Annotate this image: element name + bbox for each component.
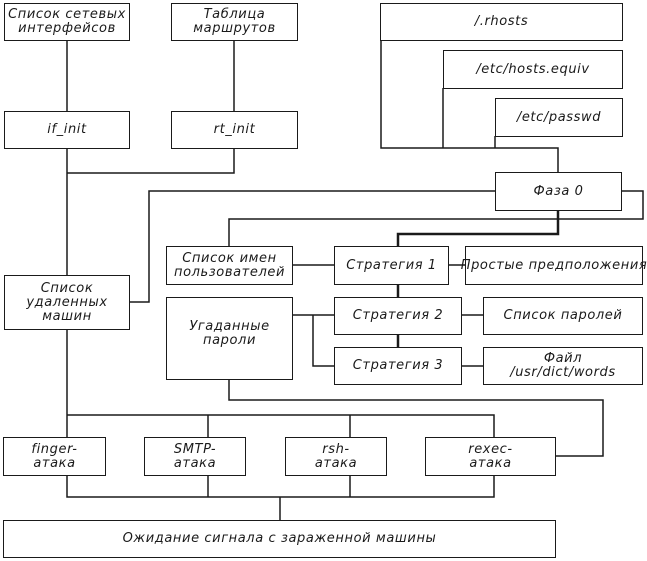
node-label: машин [42, 308, 92, 324]
node-label: Стратегия 1 [346, 257, 437, 273]
node-phase0: Фаза 0 [495, 172, 622, 211]
node-label: Простые предположения [460, 257, 647, 273]
node-password-list: Список паролей [483, 297, 643, 335]
connector [228, 190, 644, 246]
connector [67, 414, 495, 437]
connector [380, 40, 559, 173]
node-finger-attack: finger-атака [3, 437, 106, 476]
node-label: Файл [543, 351, 583, 366]
node-label: if_init [47, 122, 87, 137]
connector [396, 210, 560, 246]
node-label: атака [314, 455, 358, 471]
node-label: rt_init [213, 122, 256, 137]
node-label: маршрутов [193, 21, 276, 36]
node-label: атака [469, 455, 512, 471]
connector [312, 315, 334, 367]
node-label: пароли [202, 333, 257, 348]
node-label: Таблица [203, 7, 266, 22]
node-label: /.rhosts [474, 14, 529, 29]
node-if-init: if_init [4, 111, 130, 149]
node-label: Список [40, 280, 94, 296]
node-label: Стратегия 3 [352, 358, 444, 373]
node-wait-signal: Ожидание сигнала с зараженной машины [3, 520, 556, 558]
node-label: /usr/dict/words [510, 365, 616, 380]
node-strategy3: Стратегия 3 [334, 347, 462, 385]
node-label: интерфейсов [18, 21, 116, 36]
node-label: Список сетевых [8, 7, 126, 22]
node-rt-init: rt_init [171, 111, 298, 149]
connector [228, 379, 604, 457]
connector [66, 475, 495, 498]
node-strategy1: Стратегия 1 [334, 246, 449, 285]
node-label: пользователей [173, 264, 286, 280]
node-rhosts: /.rhosts [380, 3, 623, 41]
node-label: Фаза 0 [533, 183, 584, 199]
node-label: атака [33, 455, 76, 471]
node-words-file: Файл/usr/dict/words [483, 347, 643, 385]
node-rexec-attack: rexec-атака [425, 437, 556, 476]
node-label: rexec- [468, 441, 513, 457]
node-label: Ожидание сигнала с зараженной машины [122, 531, 437, 546]
node-simple-guesses: Простые предположения [461, 246, 647, 285]
node-label: finger- [31, 441, 78, 457]
node-strategy2: Стратегия 2 [334, 297, 462, 335]
node-rsh-attack: rsh-атака [285, 437, 387, 476]
node-label: rsh- [322, 441, 350, 457]
node-label: Список имен [182, 250, 277, 266]
node-label: Список паролей [503, 308, 623, 323]
node-label: удаленных [26, 294, 108, 310]
node-label: Стратегия 2 [352, 308, 444, 323]
connector [67, 148, 235, 174]
node-label: атака [173, 455, 217, 471]
node-hosts-equiv: /etc/hosts.equiv [443, 50, 623, 89]
node-label: /etc/hosts.equiv [476, 61, 590, 77]
node-smtp-attack: SMTP-атака [144, 437, 246, 476]
node-label: Угаданные [189, 319, 270, 334]
connector [129, 190, 495, 303]
node-passwd: /etc/passwd [495, 98, 623, 137]
node-label: /etc/passwd [516, 109, 602, 125]
node-label: SMTP- [173, 441, 217, 457]
